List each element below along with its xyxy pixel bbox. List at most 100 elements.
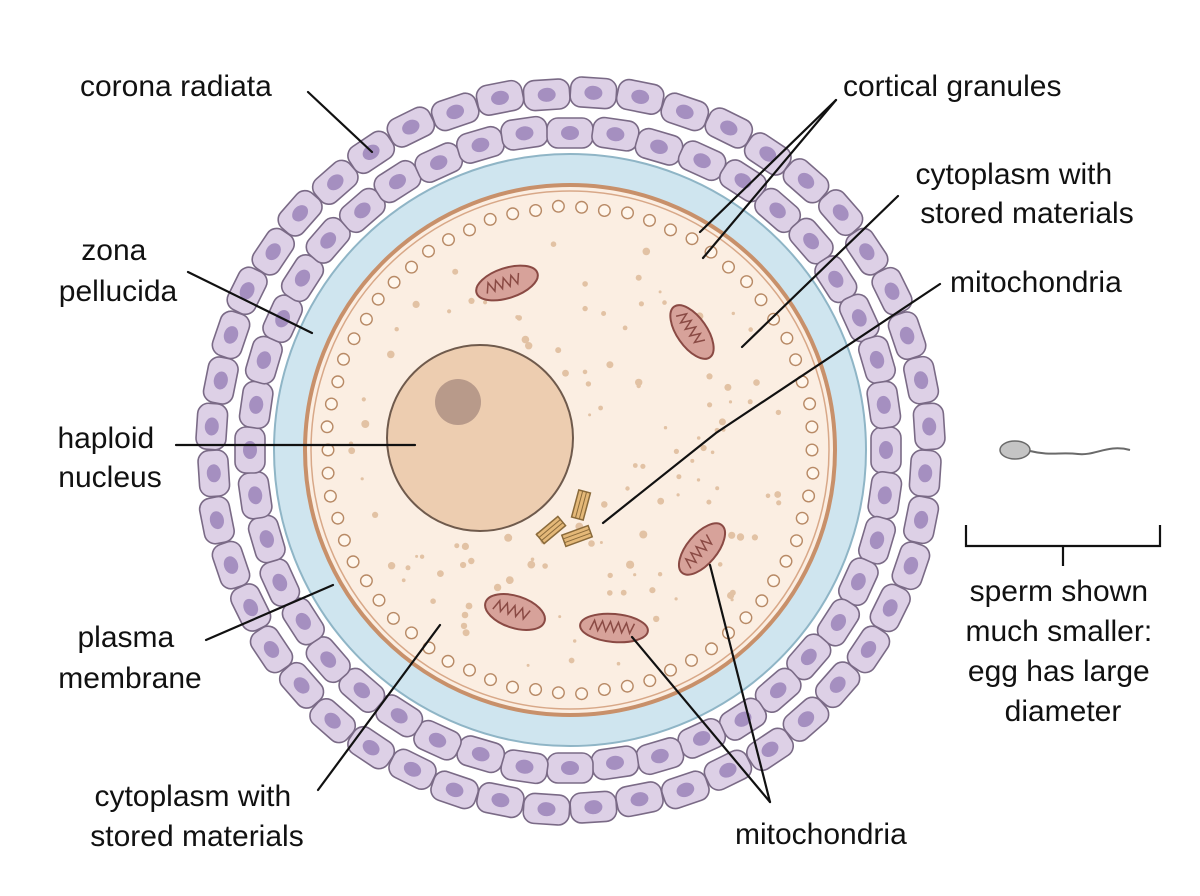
nucleolus bbox=[435, 379, 481, 425]
cortical-granule bbox=[643, 674, 657, 688]
cortical-granule bbox=[575, 687, 589, 701]
cytoplasm-speck bbox=[728, 531, 736, 539]
cortical-granule bbox=[795, 511, 809, 525]
label-sperm-note: sperm shown much smaller: egg has large … bbox=[965, 575, 1160, 728]
cytoplasm-speck bbox=[606, 361, 614, 369]
cytoplasm-speck bbox=[348, 447, 356, 455]
cytoplasm-speck bbox=[461, 542, 469, 551]
follicle-cell-nucleus bbox=[650, 139, 668, 154]
cytoplasm-speck bbox=[483, 300, 488, 305]
follicle-cell-nucleus bbox=[430, 155, 448, 170]
follicle-cell bbox=[871, 266, 913, 316]
cortical-granule bbox=[463, 223, 477, 237]
cortical-granule bbox=[802, 489, 816, 503]
follicle-cell-nucleus bbox=[851, 573, 866, 591]
cytoplasm-speck bbox=[452, 268, 459, 275]
follicle-cell-nucleus bbox=[561, 761, 579, 775]
follicle-cell-nucleus bbox=[292, 205, 309, 222]
follicle-cell-nucleus bbox=[263, 640, 280, 658]
cytoplasm-speck bbox=[775, 409, 782, 416]
cytoplasm-speck bbox=[753, 379, 760, 386]
cytoplasm-speck bbox=[415, 554, 419, 558]
follicle-cell bbox=[476, 782, 525, 819]
follicle-cell-nucleus bbox=[402, 119, 420, 135]
follicle-cell-nucleus bbox=[471, 137, 490, 153]
follicle-cell-nucleus bbox=[769, 202, 786, 219]
follicle-cell bbox=[195, 402, 229, 451]
cortical-granule bbox=[405, 260, 419, 274]
follicle-cell-nucleus bbox=[851, 309, 867, 327]
cortical-granule bbox=[664, 223, 678, 237]
cytoplasm-speck bbox=[558, 615, 562, 619]
follicle-cell-nucleus bbox=[720, 120, 738, 136]
follicle-cell bbox=[388, 748, 437, 791]
follicle-cell bbox=[635, 737, 685, 776]
cytoplasm-speck bbox=[585, 381, 592, 387]
cytoplasm-speck bbox=[715, 486, 720, 491]
follicle-cell-nucleus bbox=[797, 711, 815, 728]
follicle-cell bbox=[251, 227, 295, 276]
follicle-cell-nucleus bbox=[320, 232, 337, 249]
follicle-cell-nucleus bbox=[922, 417, 937, 436]
follicle-cell-nucleus bbox=[491, 90, 509, 105]
label-plasma-membrane: plasma membrane bbox=[58, 621, 201, 695]
cortical-granule bbox=[805, 443, 819, 457]
cortical-granule bbox=[321, 466, 335, 480]
cytoplasm-speck bbox=[707, 402, 713, 408]
follicle-cell bbox=[838, 293, 880, 343]
follicle-cell-nucleus bbox=[879, 441, 893, 459]
cortical-granule bbox=[597, 203, 611, 217]
cytoplasm-speck bbox=[462, 629, 470, 637]
cortical-granules bbox=[320, 199, 820, 701]
follicle-cell bbox=[869, 583, 911, 633]
follicle-cell-nucleus bbox=[362, 740, 380, 756]
follicle-cell bbox=[590, 745, 640, 781]
follicle-cell-nucleus bbox=[256, 351, 272, 369]
cytoplasm-speck bbox=[468, 557, 475, 565]
follicle-cell bbox=[522, 78, 571, 112]
cytoplasm-speck bbox=[776, 500, 782, 506]
cytoplasm-speck bbox=[599, 541, 603, 544]
follicle-cell-nucleus bbox=[830, 614, 847, 631]
cortical-granule bbox=[441, 654, 455, 668]
follicle-cell-nucleus bbox=[882, 599, 898, 617]
follicle-cell bbox=[226, 266, 268, 316]
cytoplasm-speck bbox=[774, 491, 782, 498]
cortical-granule bbox=[529, 683, 543, 697]
mitochondrion bbox=[579, 612, 649, 644]
follicle-cell-nucleus bbox=[869, 531, 885, 550]
follicle-cell-nucleus bbox=[445, 782, 464, 798]
centrioles bbox=[535, 489, 594, 548]
follicle-cell-nucleus bbox=[223, 326, 239, 344]
cytoplasm-speck bbox=[676, 474, 682, 480]
follicle-cell bbox=[615, 78, 665, 115]
cytoplasm-speck bbox=[706, 373, 713, 380]
cytoplasm-speck bbox=[582, 369, 588, 375]
follicle-cell bbox=[870, 426, 902, 474]
cytoplasm-speck bbox=[419, 554, 425, 559]
cytoplasm-speck bbox=[718, 418, 726, 426]
follicle-cell-nucleus bbox=[828, 270, 844, 288]
cortical-granule bbox=[359, 574, 373, 588]
cytoplasm-speck bbox=[731, 311, 735, 316]
follicle-cell-nucleus bbox=[606, 127, 625, 142]
follicle-cell-nucleus bbox=[446, 104, 465, 120]
cytoplasm-speck bbox=[696, 436, 701, 440]
cytoplasm-speck bbox=[676, 493, 680, 497]
cytoplasm-speck bbox=[635, 378, 643, 387]
cytoplasm-speck bbox=[607, 590, 613, 596]
cytoplasm-speck bbox=[620, 589, 627, 596]
cortical-granule bbox=[529, 203, 543, 217]
cytoplasm-speck bbox=[657, 497, 665, 505]
cytoplasm-speck bbox=[454, 543, 460, 549]
follicle-cell bbox=[197, 449, 231, 498]
cytoplasm-speck bbox=[542, 563, 548, 569]
cortical-granule bbox=[789, 353, 803, 367]
follicle-cell bbox=[903, 355, 940, 405]
cortical-granule bbox=[337, 533, 351, 547]
cortical-granule bbox=[621, 206, 635, 220]
cytoplasm-speck bbox=[700, 444, 707, 452]
cytoplasm-speck bbox=[736, 533, 745, 541]
cortical-granule bbox=[740, 275, 754, 289]
follicle-cell-nucleus bbox=[320, 651, 337, 668]
